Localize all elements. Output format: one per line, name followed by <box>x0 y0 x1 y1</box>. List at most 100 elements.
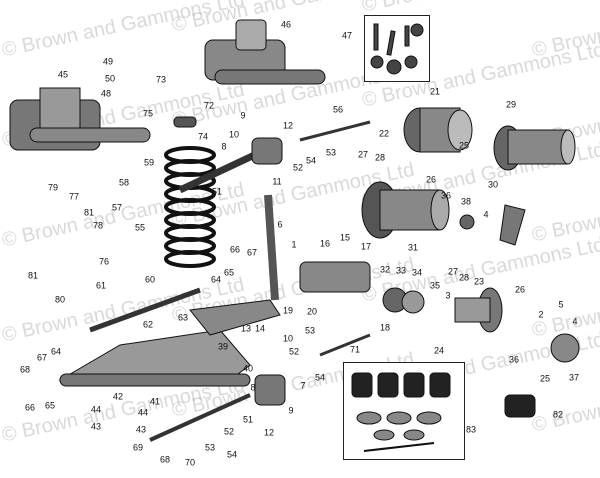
part-38 <box>459 214 475 230</box>
part-37-cap <box>550 333 580 363</box>
part-20-arm <box>189 299 281 336</box>
part-callout-15: 15 <box>339 232 351 243</box>
part-callout-48: 48 <box>100 88 112 99</box>
part-callout-66: 66 <box>24 402 36 413</box>
part-callout-12: 12 <box>282 120 294 131</box>
part-10-bracket <box>251 137 283 165</box>
part-callout-23: 23 <box>473 276 485 287</box>
part-callout-9: 9 <box>240 110 246 121</box>
part-8-link <box>178 146 267 194</box>
part-callout-75: 75 <box>142 108 154 119</box>
part-callout-73: 73 <box>155 74 167 85</box>
part-callout-38: 38 <box>460 196 472 207</box>
part-callout-40: 40 <box>242 363 254 374</box>
part-callout-60: 60 <box>144 274 156 285</box>
part-callout-32: 32 <box>379 264 391 275</box>
part-callout-34: 34 <box>411 267 423 278</box>
part-callout-76: 76 <box>98 256 110 267</box>
part-callout-21: 21 <box>429 86 441 97</box>
part-26-hub <box>454 287 503 333</box>
part-callout-22: 22 <box>378 128 390 139</box>
part-callout-67: 67 <box>246 247 258 258</box>
part-callout-54: 54 <box>314 372 326 383</box>
part-callout-72: 72 <box>203 100 215 111</box>
part-callout-80: 80 <box>54 294 66 305</box>
part-callout-78: 78 <box>92 220 104 231</box>
part-callout-64: 64 <box>50 346 62 357</box>
part-callout-55: 55 <box>134 222 146 233</box>
part-callout-50: 50 <box>104 73 116 84</box>
part-bearings <box>382 287 425 314</box>
part-callout-68: 68 <box>159 454 171 465</box>
part-callout-58: 58 <box>118 177 130 188</box>
part-callout-5: 5 <box>558 299 564 310</box>
part-callout-46: 46 <box>280 19 292 30</box>
part-17-stub-axle <box>299 261 371 293</box>
part-callout-65: 65 <box>44 400 56 411</box>
part-callout-43: 43 <box>90 421 102 432</box>
part-callout-29: 29 <box>505 99 517 110</box>
part-callout-2: 2 <box>538 309 544 320</box>
part-callout-42: 42 <box>112 391 124 402</box>
part-callout-10: 10 <box>282 333 294 344</box>
part-6-kingpin <box>264 194 279 301</box>
part-46-housing <box>204 19 326 85</box>
part-callout-81: 81 <box>27 270 39 281</box>
part-callout-74: 74 <box>197 131 209 142</box>
part-callout-19: 19 <box>282 305 294 316</box>
part-callout-14: 14 <box>254 323 266 334</box>
part-callout-26: 26 <box>514 284 526 295</box>
part-callout-71: 71 <box>349 344 361 355</box>
part-callout-9: 9 <box>288 405 294 416</box>
part-callout-53: 53 <box>304 325 316 336</box>
part-callout-54: 54 <box>305 155 317 166</box>
part-callout-53: 53 <box>204 442 216 453</box>
part-56-bolt <box>299 120 371 142</box>
part-callout-10: 10 <box>228 129 240 140</box>
part-callout-36: 36 <box>440 190 452 201</box>
part-callout-8: 8 <box>250 382 256 393</box>
part-callout-36: 36 <box>508 354 520 365</box>
part-callout-4: 4 <box>572 316 578 327</box>
part-callout-67: 67 <box>36 352 48 363</box>
part-71-bolt <box>319 333 371 357</box>
part-callout-8: 8 <box>221 141 227 152</box>
part-callout-83: 83 <box>465 424 477 435</box>
part-callout-61: 61 <box>95 280 107 291</box>
part-callout-77: 77 <box>68 191 80 202</box>
spring-coil <box>164 250 216 268</box>
part-7 <box>254 374 286 406</box>
part-callout-43: 43 <box>135 424 147 435</box>
part-callout-11: 11 <box>272 176 282 187</box>
part-82-bush <box>504 394 536 418</box>
part-callout-25: 25 <box>539 373 551 384</box>
part-callout-28: 28 <box>374 152 386 163</box>
part-callout-18: 18 <box>379 322 391 333</box>
part-callout-53: 53 <box>325 147 337 158</box>
part-callout-30: 30 <box>487 179 499 190</box>
part-callout-16: 16 <box>319 238 331 249</box>
part-51-bolt <box>149 393 251 442</box>
part-callout-66: 66 <box>229 244 241 255</box>
part-callout-28: 28 <box>458 272 470 283</box>
part-callout-62: 62 <box>142 319 154 330</box>
part-callout-51: 51 <box>242 414 254 425</box>
part-callout-64: 64 <box>210 274 222 285</box>
part-callout-27: 27 <box>357 149 369 160</box>
part-callout-44: 44 <box>137 407 149 418</box>
part-4-spinner <box>499 204 526 246</box>
part-callout-56: 56 <box>332 104 344 115</box>
part-callout-1: 1 <box>291 239 297 250</box>
part-callout-37: 37 <box>568 372 580 383</box>
part-callout-12: 12 <box>263 427 275 438</box>
part-callout-3: 3 <box>445 290 451 301</box>
part-29-hub <box>493 125 576 171</box>
part-callout-70: 70 <box>184 457 196 468</box>
inset-83-bush-kit <box>343 362 465 460</box>
part-callout-25: 25 <box>458 140 470 151</box>
part-31-hub <box>361 181 450 239</box>
part-callout-79: 79 <box>47 182 59 193</box>
part-callout-57: 57 <box>111 202 123 213</box>
